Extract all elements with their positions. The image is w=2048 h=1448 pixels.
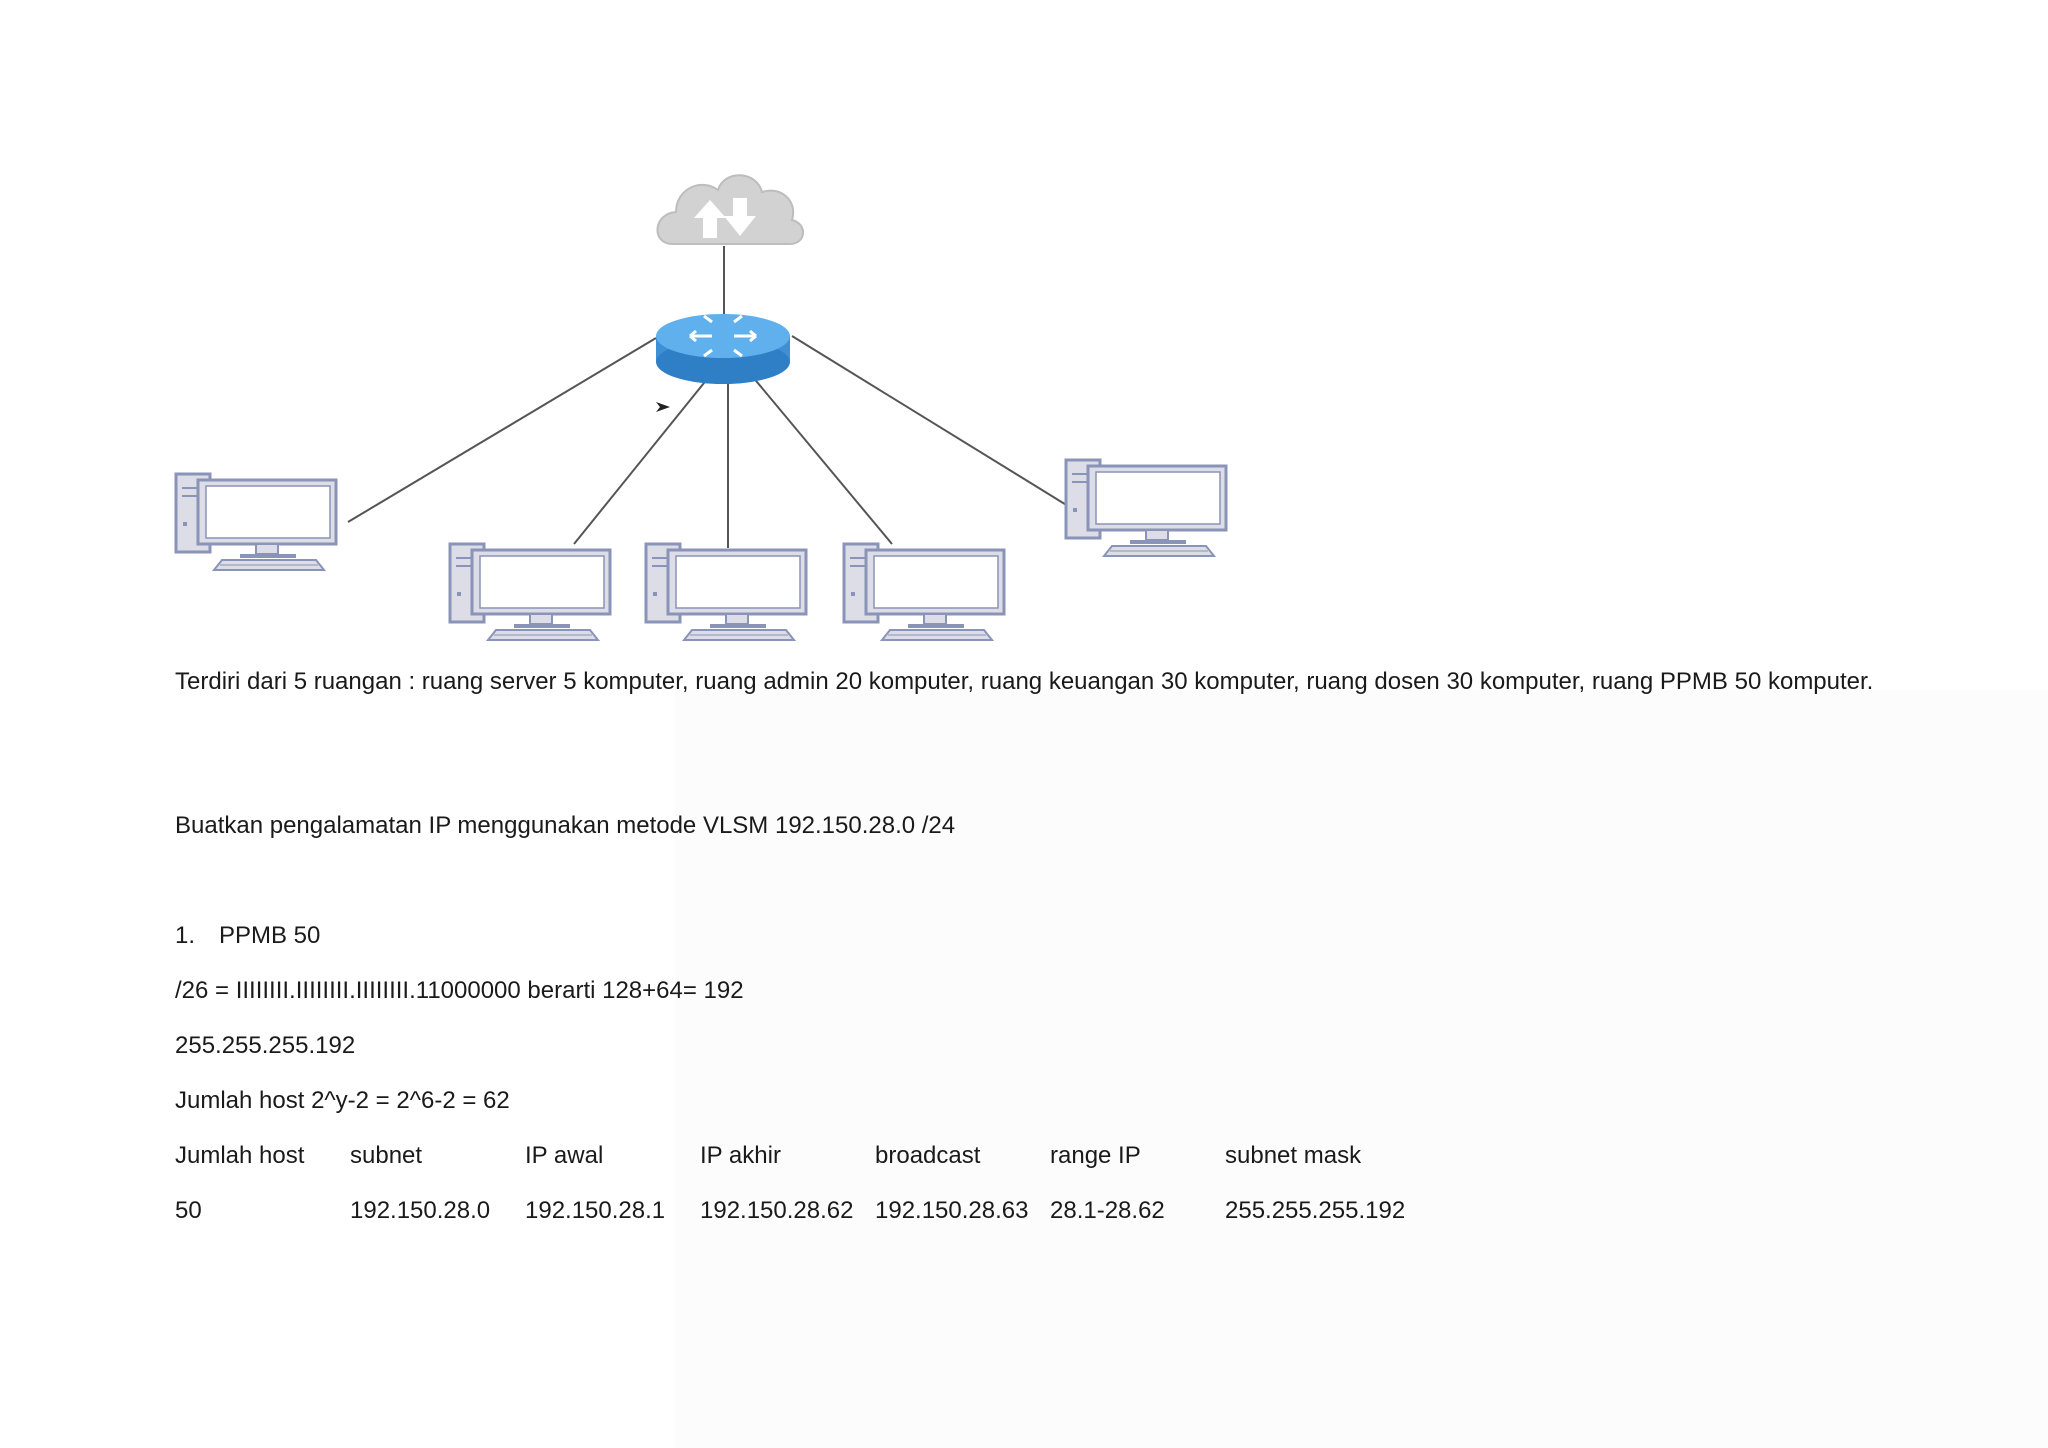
header-broadcast: broadcast <box>875 1142 981 1169</box>
cell-range-ip: 28.1-28.62 <box>1050 1197 1165 1224</box>
header-jumlah-host: Jumlah host <box>175 1142 305 1169</box>
header-range-ip: range IP <box>1050 1142 1141 1169</box>
computer-icon-5 <box>1064 458 1228 558</box>
task-statement: Buatkan pengalamatan IP menggunakan meto… <box>175 812 956 839</box>
header-ip-awal: IP awal <box>525 1142 604 1169</box>
cursor-arrow-icon <box>656 402 670 412</box>
network-diagram <box>174 174 1228 642</box>
router-icon <box>656 314 790 384</box>
room-description: Terdiri dari 5 ruangan : ruang server 5 … <box>175 668 1874 695</box>
list-item-title: PPMB 50 <box>219 922 321 949</box>
computer-icon-3 <box>644 542 808 642</box>
header-subnet-mask: subnet mask <box>1225 1142 1362 1169</box>
prefix-calculation: /26 = IIIIIIII.IIIIIIII.IIIIIIII.1100000… <box>175 977 744 1004</box>
cell-subnet: 192.150.28.0 <box>350 1197 491 1224</box>
list-number: 1. <box>175 922 196 949</box>
cell-ip-akhir: 192.150.28.62 <box>700 1197 854 1224</box>
cell-ip-awal: 192.150.28.1 <box>525 1197 666 1224</box>
cloud-icon <box>656 174 804 245</box>
computer-icon-2 <box>448 542 612 642</box>
cell-subnet-mask: 255.255.255.192 <box>1225 1197 1406 1224</box>
list-item-ppmb: 1. PPMB 50 <box>175 918 320 953</box>
cell-jumlah-host: 50 <box>175 1197 202 1224</box>
header-subnet: subnet <box>350 1142 423 1169</box>
page-shade <box>675 690 2048 1448</box>
cell-broadcast: 192.150.28.63 <box>875 1197 1029 1224</box>
subnet-mask-line: 255.255.255.192 <box>175 1032 356 1059</box>
computer-icon-4 <box>842 542 1006 642</box>
header-ip-akhir: IP akhir <box>700 1142 781 1169</box>
computer-icon-1 <box>174 472 338 572</box>
host-formula: Jumlah host 2^y-2 = 2^6-2 = 62 <box>175 1087 510 1114</box>
